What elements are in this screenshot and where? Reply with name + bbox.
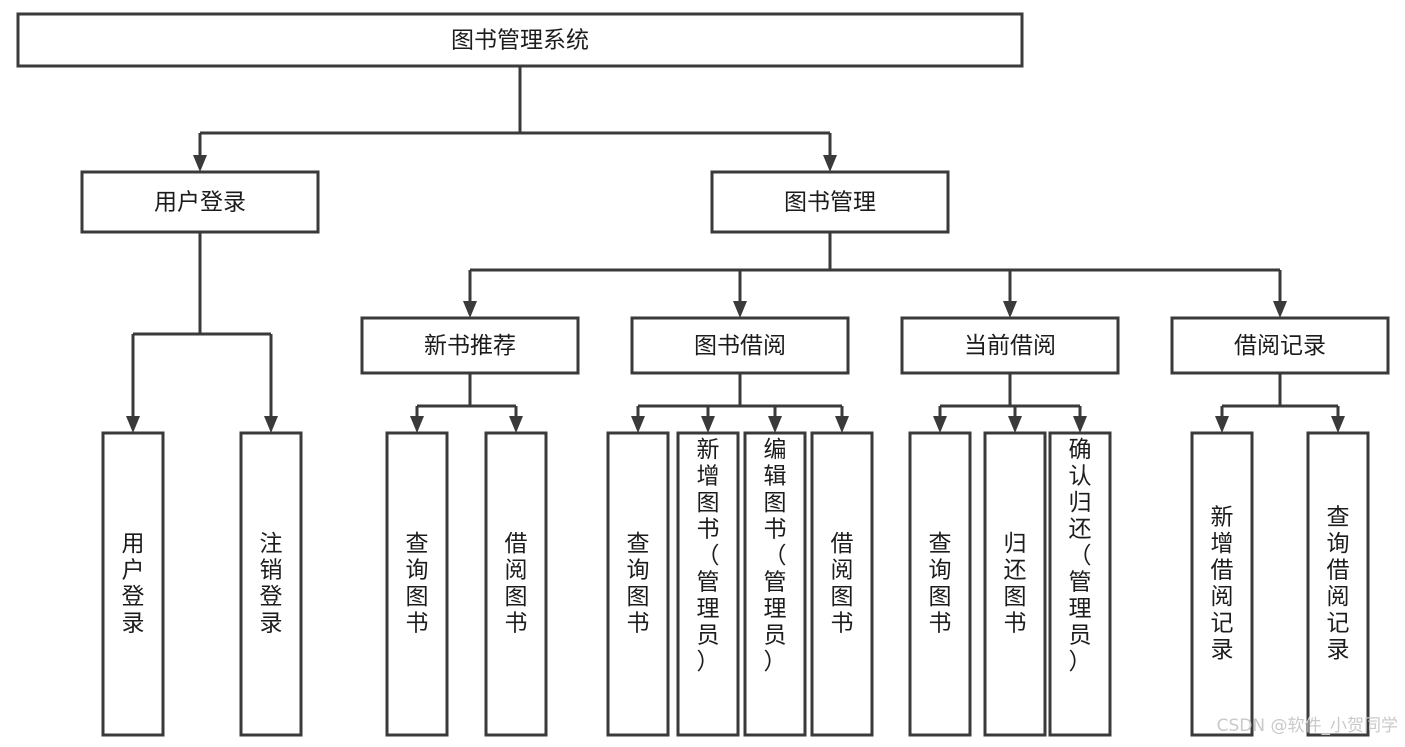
borrow-records-to-leaves-arrow-0 [1215,416,1229,433]
bm-to-level3-arrow-2 [1003,301,1017,318]
new-book-recommend-to-leaves-arrow-1 [509,416,523,433]
node-leaf-add-borrow-record[interactable]: 新增借阅记录 [1190,431,1254,737]
node-current-borrow[interactable]: 当前借阅 [900,316,1120,375]
node-box-leaf-add-book-admin [676,431,740,737]
csdn-watermark: CSDN @软件_小贺同学 [1217,716,1398,736]
node-label-new-book-recommend: 新书推荐 [424,333,516,359]
node-box-leaf-user-login [101,431,165,737]
node-root[interactable]: 图书管理系统 [16,12,1024,68]
node-leaf-query-books-borrow[interactable]: 查询图书 [606,431,670,737]
current-borrow-to-leaves-arrow-1 [1008,416,1022,433]
node-borrow-records[interactable]: 借阅记录 [1170,316,1390,375]
connectors-layer [126,66,1345,433]
book-borrow-to-leaves-arrow-1 [701,416,715,433]
bm-to-level3-arrow-0 [463,301,477,318]
node-label-leaf-query-books-borrow: 查询图书 [627,531,650,637]
node-box-leaf-query-borrow-record [1306,431,1370,737]
node-label-user-login: 用户登录 [154,190,246,216]
node-leaf-user-login[interactable]: 用户登录 [101,431,165,737]
root-to-level2-arrow-0 [193,155,207,172]
node-box-leaf-logout-login [239,431,303,737]
node-label-leaf-confirm-return-admin: 确认归还（管理员） [1069,437,1092,675]
node-label-root: 图书管理系统 [451,28,589,54]
node-leaf-add-book-admin[interactable]: 新增图书（管理员） [676,431,740,737]
bm-to-level3-arrow-1 [733,301,747,318]
book-borrow-to-leaves-arrow-3 [835,416,849,433]
node-label-book-borrow: 图书借阅 [694,333,786,359]
node-user-login[interactable]: 用户登录 [80,170,320,234]
node-leaf-confirm-return-admin[interactable]: 确认归还（管理员） [1048,431,1112,737]
node-leaf-borrow-books[interactable]: 借阅图书 [810,431,874,737]
node-leaf-return-books[interactable]: 归还图书 [983,431,1047,737]
book-borrow-to-leaves-arrow-0 [631,416,645,433]
node-box-book-management [710,170,950,234]
node-label-borrow-records: 借阅记录 [1234,333,1326,359]
node-box-book-borrow [630,316,850,375]
node-box-root [16,12,1024,68]
root-to-level2-arrow-1 [823,155,837,172]
node-label-leaf-logout-login: 注销登录 [260,531,283,637]
node-box-new-book-recommend [360,316,580,375]
node-box-leaf-query-books-recommend [385,431,449,737]
node-box-leaf-borrow-books [810,431,874,737]
node-box-leaf-borrow-books-recommend [484,431,548,737]
node-label-leaf-return-books: 归还图书 [1004,531,1027,637]
node-new-book-recommend[interactable]: 新书推荐 [360,316,580,375]
node-label-leaf-edit-book-admin: 编辑图书（管理员） [764,437,787,675]
node-box-borrow-records [1170,316,1390,375]
node-label-leaf-borrow-books-recommend: 借阅图书 [505,531,528,637]
node-box-leaf-query-books-current [908,431,972,737]
node-label-current-borrow: 当前借阅 [964,333,1056,359]
node-box-leaf-confirm-return-admin [1048,431,1112,737]
node-box-leaf-add-borrow-record [1190,431,1254,737]
node-leaf-logout-login[interactable]: 注销登录 [239,431,303,737]
node-box-user-login [80,170,320,234]
node-leaf-edit-book-admin[interactable]: 编辑图书（管理员） [743,431,807,737]
node-leaf-query-borrow-record[interactable]: 查询借阅记录 [1306,431,1370,737]
node-label-leaf-query-borrow-record: 查询借阅记录 [1327,505,1350,664]
node-label-leaf-add-book-admin: 新增图书（管理员） [697,437,720,675]
current-borrow-to-leaves-arrow-2 [1073,416,1087,433]
node-book-management[interactable]: 图书管理 [710,170,950,234]
node-leaf-borrow-books-recommend[interactable]: 借阅图书 [484,431,548,737]
node-label-leaf-add-borrow-record: 新增借阅记录 [1211,505,1234,664]
node-leaf-query-books-recommend[interactable]: 查询图书 [385,431,449,737]
bm-to-level3-arrow-3 [1273,301,1287,318]
node-label-leaf-query-books-current: 查询图书 [929,531,952,637]
node-leaf-query-books-current[interactable]: 查询图书 [908,431,972,737]
node-book-borrow[interactable]: 图书借阅 [630,316,850,375]
user-login-to-leaves-arrow-1 [264,416,278,433]
node-label-book-management: 图书管理 [784,190,876,216]
nodes-layer: 用户登录图书管理新书推荐图书借阅当前借阅借阅记录用户登录注销登录查询图书借阅图书… [16,12,1390,737]
node-label-leaf-user-login: 用户登录 [122,531,145,637]
new-book-recommend-to-leaves-arrow-0 [410,416,424,433]
node-box-current-borrow [900,316,1120,375]
current-borrow-to-leaves-arrow-0 [933,416,947,433]
node-label-leaf-borrow-books: 借阅图书 [831,531,854,637]
node-box-leaf-query-books-borrow [606,431,670,737]
book-borrow-to-leaves-arrow-2 [768,416,782,433]
node-box-leaf-return-books [983,431,1047,737]
node-box-leaf-edit-book-admin [743,431,807,737]
user-login-to-leaves-arrow-0 [126,416,140,433]
borrow-records-to-leaves-arrow-1 [1331,416,1345,433]
node-label-leaf-query-books-recommend: 查询图书 [406,531,429,637]
